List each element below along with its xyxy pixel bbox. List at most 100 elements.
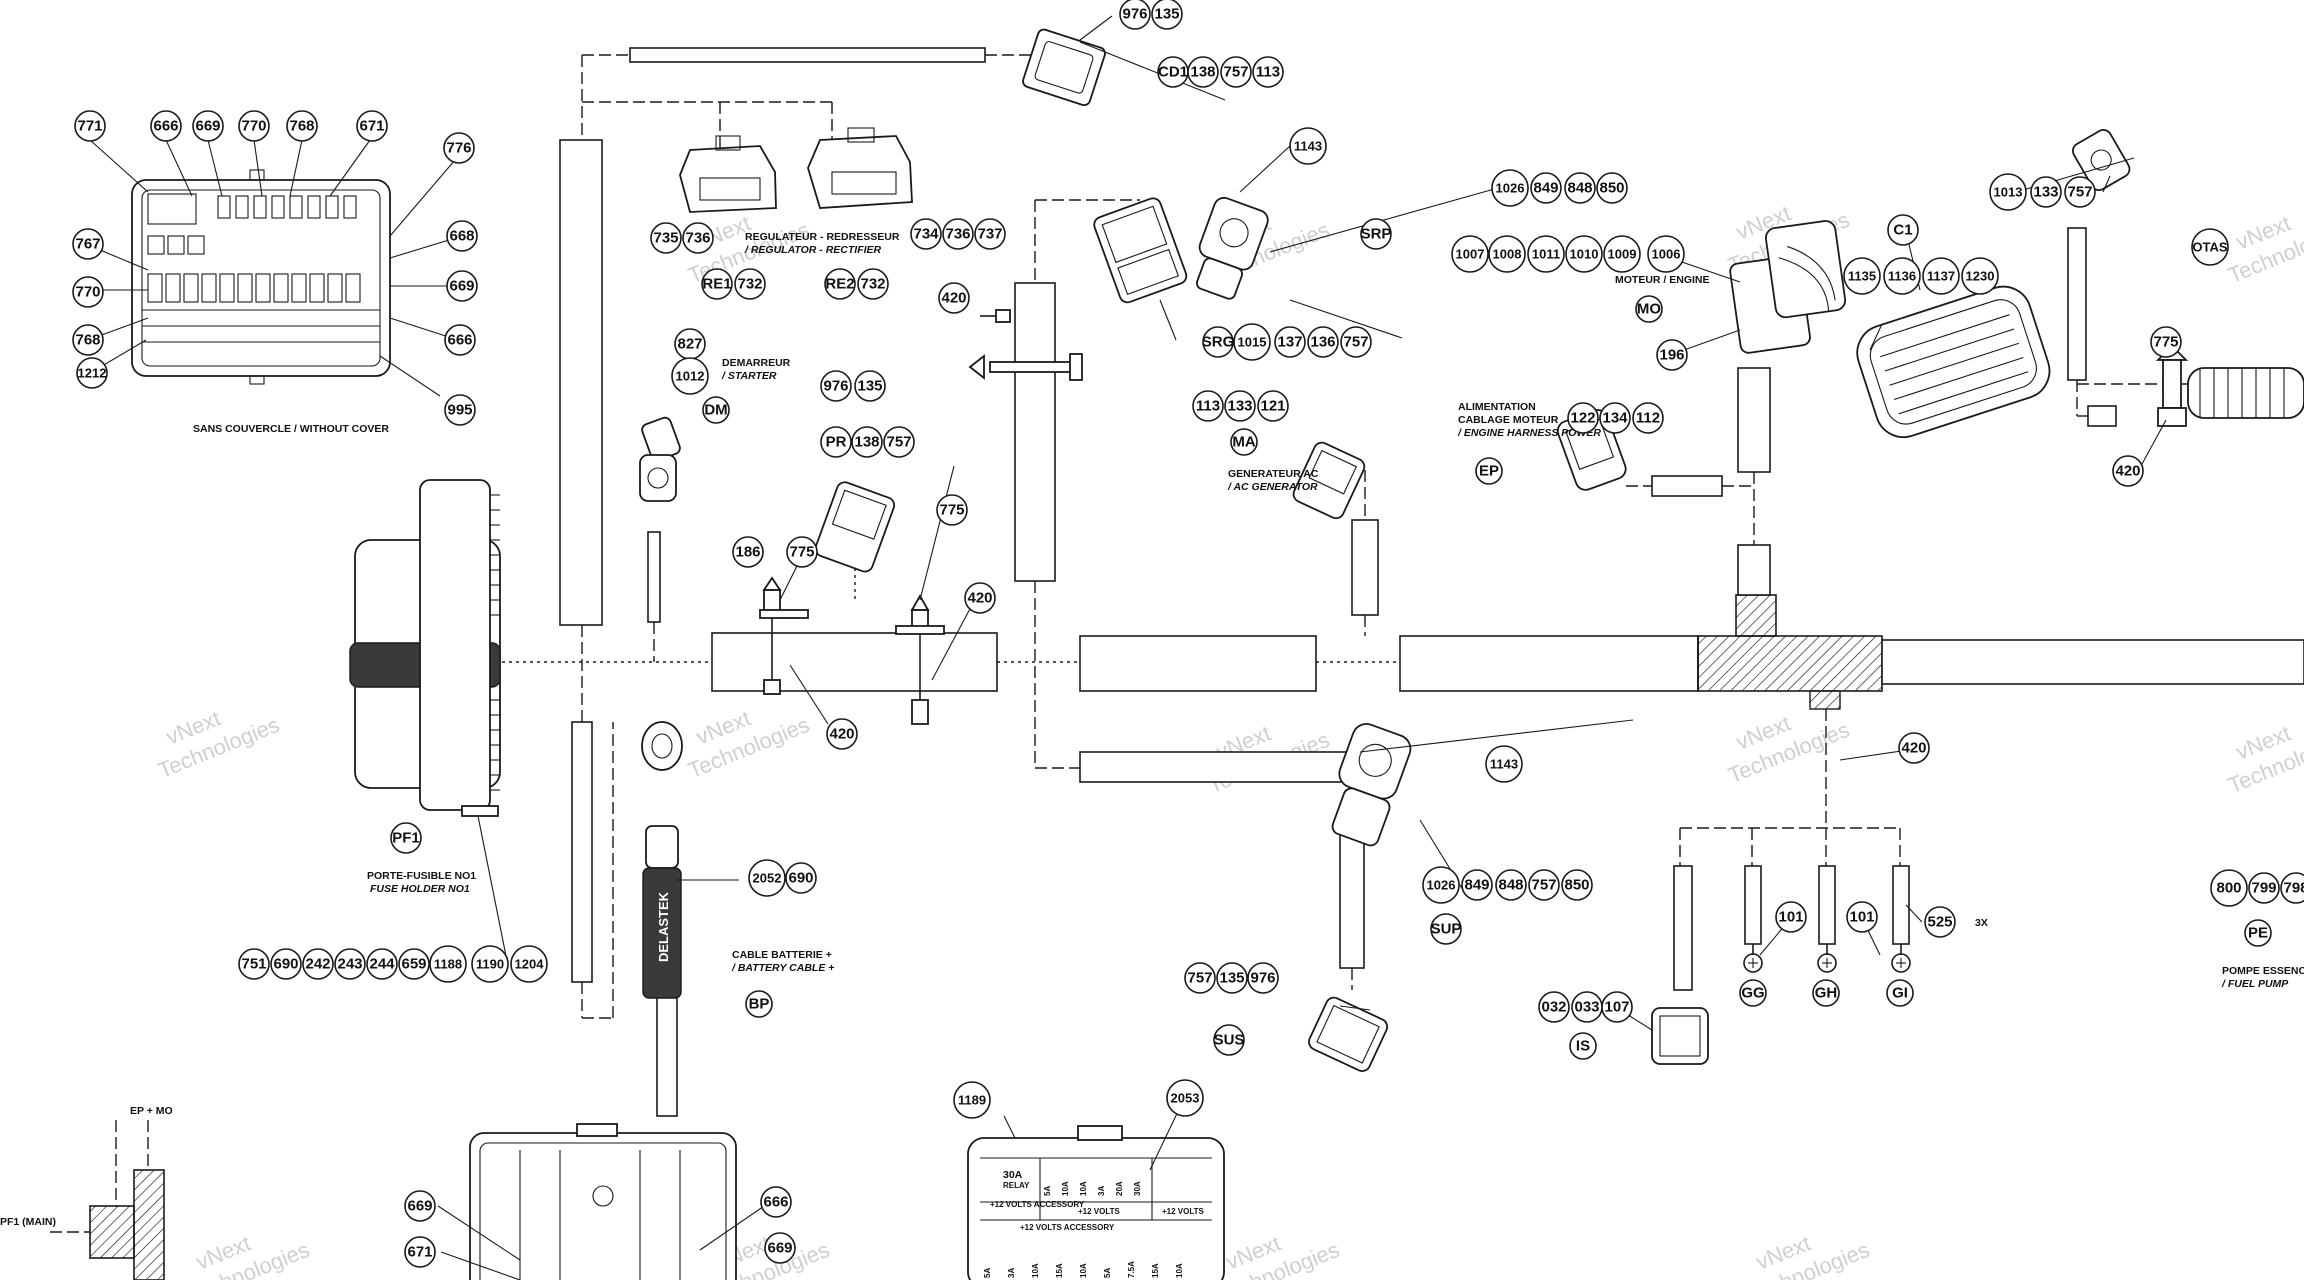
callout-b1010: 1010 [1565,235,1603,273]
callout-b690a: 690 [270,948,302,980]
callout-label: 1008 [1493,247,1522,262]
callout-b669b: 669 [446,270,478,302]
callout-b1212: 1212 [76,357,108,389]
callout-c1: C1 [1887,214,1919,246]
callout-b135c: 135 [1216,962,1248,994]
label-fuel-pump-fr: POMPE ESSENCE [2222,965,2304,977]
fuse-rating: 15A [1055,1263,1064,1278]
callout-b736b: 736 [942,218,974,250]
callout-b768b: 768 [72,324,104,356]
watermark: vNextTechnologies [144,686,283,783]
callout-b420d: 420 [826,718,858,750]
callout-label: 768 [289,118,314,135]
callout-b666c: 666 [760,1186,792,1218]
callout-label: 420 [941,290,966,307]
callout-b995: 995 [444,394,476,426]
callout-label: 849 [1533,180,1558,197]
callout-b848b: 848 [1495,869,1527,901]
callout-b757f: 757 [1184,962,1216,994]
callout-label: 848 [1498,877,1523,894]
callout-b1204: 1204 [510,945,548,983]
callout-b666b: 666 [444,324,476,356]
callout-b196: 196 [1656,339,1688,371]
callout-gh: GH [1812,979,1840,1007]
callout-label: 850 [1599,180,1624,197]
callout-label: DM [704,402,727,419]
callout-b770b: 770 [72,276,104,308]
callout-label: 244 [369,956,395,973]
callout-label: 976 [1122,6,1147,23]
callout-label: 775 [2153,334,2178,351]
callout-label: GH [1815,985,1838,1002]
callout-label: 113 [1256,64,1280,81]
fuse-rating: 10A [1079,1181,1088,1196]
callout-label: RE1 [702,276,731,293]
callout-b849b: 849 [1461,869,1493,901]
callout-b668: 668 [446,220,478,252]
callout-b032: 032 [1538,991,1570,1023]
fuse-rating: 7.5A [1127,1261,1136,1278]
callout-bp: BP [745,990,773,1018]
callout-b732b: 732 [857,268,889,300]
callout-label: CD1 [1158,64,1188,81]
callout-label: 1006 [1652,247,1681,262]
callout-label: 767 [75,236,100,253]
callout-label: 671 [407,1244,432,1261]
junction-ep-mo: EP + MO PF1 (MAIN) [0,1105,173,1280]
connector-is [1651,1007,1709,1065]
label-ac-gen-fr: GENERATEUR AC [1228,468,1319,480]
callout-label: 420 [967,590,992,607]
callout-label: 133 [2033,184,2058,201]
callout-b768a: 768 [286,110,318,142]
callout-label: 1026 [1496,181,1525,196]
callout-b669c: 669 [404,1190,436,1222]
callout-b113a: 113 [1252,56,1284,88]
callout-b669a: 669 [192,110,224,142]
callout-b033: 033 [1571,991,1603,1023]
bottom-fuse-box [469,1123,737,1280]
label-without-cover: SANS COUVERCLE / WITHOUT COVER [193,423,389,435]
callout-label: 775 [789,544,814,561]
callout-b776: 776 [443,132,475,164]
callout-label: 690 [273,956,298,973]
callout-b775a: 775 [2150,326,2182,358]
callout-label: 751 [241,956,266,973]
callout-label: 669 [767,1240,792,1257]
relay-fuse-box: 30A RELAY +12 VOLTS ACCESSORY +12 VOLTS … [967,1125,1225,1280]
callout-label: 732 [737,276,762,293]
callout-b107: 107 [1601,991,1633,1023]
callout-label: 1204 [515,957,545,972]
callout-b186: 186 [732,536,764,568]
callout-label: 976 [1250,970,1275,987]
harness-junction [1697,635,1883,692]
callout-label: 666 [153,118,178,135]
callout-b101b: 101 [1846,901,1878,933]
label-cablage-moteur: CABLAGE MOTEUR [1458,414,1559,426]
callout-label: 995 [447,402,472,419]
fuse-rating: 3A [1097,1186,1106,1196]
callout-label: 420 [829,726,854,743]
callout-label: 1009 [1608,247,1637,262]
callout-label: RE2 [825,276,854,293]
callout-label: OTAS [2192,240,2227,255]
callout-b244: 244 [366,948,398,980]
callout-re2: RE2 [824,268,856,300]
callout-b751: 751 [238,948,270,980]
callout-label: 135 [857,378,882,395]
callout-mo: MO [1635,295,1663,323]
main-harness [495,594,2304,710]
callout-b135a: 135 [1151,0,1183,30]
callout-label: 1189 [958,1093,986,1108]
callout-b669d: 669 [764,1232,796,1264]
callout-b1026b: 1026 [1422,866,1460,904]
callout-b1143a: 1143 [1289,127,1327,165]
harness-segment-3 [1399,635,1699,692]
callout-b135b: 135 [854,370,886,402]
callout-b1007: 1007 [1451,235,1489,273]
callout-label: 768 [75,332,100,349]
callout-b757d: 757 [883,426,915,458]
callout-label: 1010 [1570,247,1599,262]
